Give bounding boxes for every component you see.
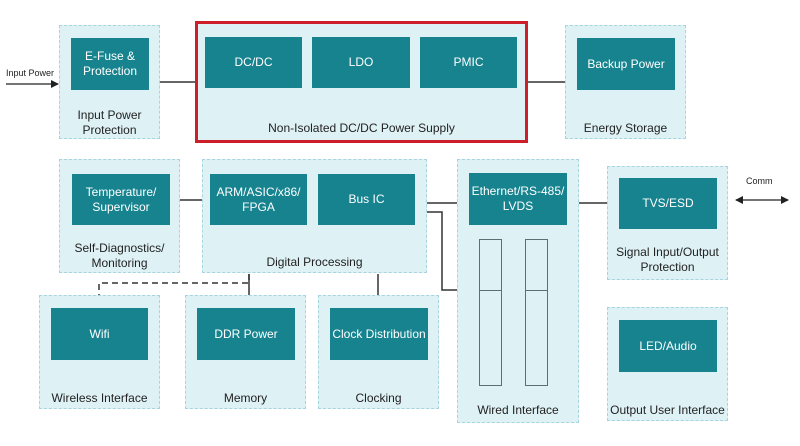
memory-group: DDR Power Memory [185, 295, 306, 409]
led-audio-block[interactable]: LED/Audio [619, 320, 717, 372]
comm-label: Comm [746, 176, 773, 186]
wireless-interface-label: Wireless Interface [51, 391, 148, 405]
ethernet-block[interactable]: Ethernet/RS-485/ LVDS [469, 173, 567, 225]
self-diagnostics-label: Self-Diagnostics/ Monitoring [74, 241, 165, 270]
output-user-interface-group: LED/Audio Output User Interface [607, 307, 728, 421]
temperature-supervisor-block[interactable]: Temperature/ Supervisor [72, 174, 170, 225]
clock-distribution-block[interactable]: Clock Distribution [330, 308, 428, 360]
ldo-block[interactable]: LDO [312, 37, 410, 88]
tvs-esd-block[interactable]: TVS/ESD [619, 178, 717, 229]
digital-processing-label: Digital Processing [266, 255, 363, 269]
output-user-interface-label: Output User Interface [610, 403, 725, 417]
connector-slot-left [479, 239, 502, 386]
wired-interface-label: Wired Interface [477, 403, 559, 417]
input-power-label: Input Power [6, 68, 55, 78]
energy-storage-label: Energy Storage [583, 121, 668, 135]
wireless-interface-group: Wifi Wireless Interface [39, 295, 160, 409]
non-isolated-dcdc-group: DC/DC LDO PMIC Non-Isolated DC/DC Power … [195, 21, 528, 143]
memory-label: Memory [223, 391, 268, 405]
pmic-block[interactable]: PMIC [420, 37, 517, 88]
wifi-block[interactable]: Wifi [51, 308, 148, 360]
input-power-protection-label: Input Power Protection [77, 108, 142, 137]
clocking-group: Clock Distribution Clocking [318, 295, 439, 409]
dcdc-block[interactable]: DC/DC [205, 37, 302, 88]
efuse-protection-block[interactable]: E-Fuse & Protection [71, 38, 149, 90]
bus-ic-block[interactable]: Bus IC [318, 174, 415, 225]
digital-processing-group: ARM/ASIC/x86/ FPGA Bus IC Digital Proces… [202, 159, 427, 273]
wire-digital-to-wired [427, 211, 457, 291]
non-isolated-dcdc-label: Non-Isolated DC/DC Power Supply [268, 121, 455, 135]
ddr-power-block[interactable]: DDR Power [197, 308, 295, 360]
connector-slot-right [525, 239, 548, 386]
wire-digital-to-wireless [98, 274, 250, 295]
input-power-protection-group: E-Fuse & Protection Input Power Protecti… [59, 25, 160, 139]
self-diagnostics-group: Temperature/ Supervisor Self-Diagnostics… [59, 159, 180, 273]
signal-io-protection-group: TVS/ESD Signal Input/Output Protection [607, 166, 728, 280]
clocking-label: Clocking [355, 391, 402, 405]
backup-power-block[interactable]: Backup Power [577, 38, 675, 90]
wired-interface-group: Ethernet/RS-485/ LVDS Wired Interface [457, 159, 579, 423]
signal-io-protection-label: Signal Input/Output Protection [616, 245, 719, 274]
energy-storage-group: Backup Power Energy Storage [565, 25, 686, 139]
processor-block[interactable]: ARM/ASIC/x86/ FPGA [210, 174, 307, 225]
